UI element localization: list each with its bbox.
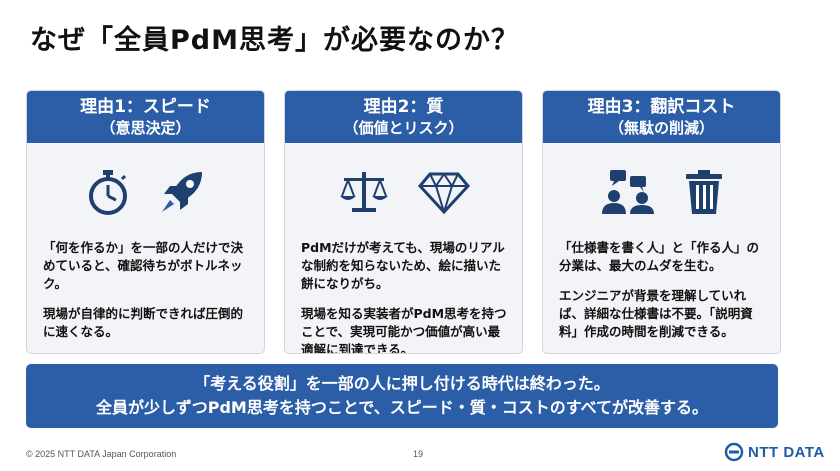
company-logo: NTT DATA	[724, 442, 825, 462]
trash-icon	[685, 170, 722, 214]
card-header: 理由1：スピード （意思決定）	[27, 91, 264, 143]
page-number: 19	[413, 449, 424, 459]
stopwatch-icon	[88, 170, 127, 215]
card-body: PdMだけが考えても、現場のリアルな制約を知らないため、絵に描いた餅になりがち。…	[285, 239, 522, 354]
card-paragraph: エンジニアが背景を理解していれば、詳細な仕様書は不要。「説明資料」作成の時間を削…	[559, 288, 753, 339]
reason-card-quality: 理由2：質 （価値とリスク） PdMだけが考えても、現場のリアルな制約を知らない…	[284, 90, 523, 354]
card-subtitle: （意思決定）	[100, 119, 191, 137]
reason-card-translation-cost: 理由3：翻訳コスト （無駄の削減） 「仕様書を書く人」と「作る人」の分業は、最大…	[542, 90, 781, 354]
card-icons	[543, 161, 780, 223]
diamond-icon	[417, 172, 470, 214]
card-subtitle: （無駄の削減）	[608, 119, 714, 137]
card-body: 「仕様書を書く人」と「作る人」の分業は、最大のムダを生む。 エンジニアが背景を理…	[543, 239, 780, 341]
scales-icon	[339, 172, 388, 212]
card-title: 理由2：質	[363, 97, 444, 117]
card-title: 理由1：スピード	[80, 97, 211, 117]
logo-text: NTT DATA	[748, 443, 825, 461]
banner-line: 全員が少しずつPdM思考を持つことで、スピード・質・コストのすべてが改善する。	[96, 398, 708, 417]
card-header: 理由3：翻訳コスト （無駄の削減）	[543, 91, 780, 143]
card-subtitle: （価値とリスク）	[343, 119, 464, 137]
card-body: 「何を作るか」を一部の人だけで決めていると、確認待ちがボトルネック。 現場が自律…	[27, 239, 264, 341]
card-icons	[285, 161, 522, 223]
people-chat-icon	[601, 170, 654, 214]
card-paragraph: 「何を作るか」を一部の人だけで決めていると、確認待ちがボトルネック。	[43, 240, 244, 291]
card-paragraph: 現場が自律的に判断できれば圧倒的に速くなる。	[43, 306, 244, 339]
card-paragraph: 「仕様書を書く人」と「作る人」の分業は、最大のムダを生む。	[559, 240, 760, 273]
rocket-icon	[161, 172, 202, 212]
copyright-text: © 2025 NTT DATA Japan Corporation	[26, 449, 177, 459]
slide-title: なぜ「全員PdM思考」が必要なのか？	[30, 25, 519, 56]
card-paragraph: 現場を知る実装者がPdM思考を持つことで、実現可能かつ価値が高い最適解に到達でき…	[301, 306, 507, 354]
reason-card-speed: 理由1：スピード （意思決定） 「何を作るか」を一部の人だけで決めていると、確認…	[26, 90, 265, 354]
card-icons	[27, 161, 264, 223]
card-title: 理由3：翻訳コスト	[587, 97, 736, 117]
card-paragraph: PdMだけが考えても、現場のリアルな制約を知らないため、絵に描いた餅になりがち。	[301, 240, 505, 291]
card-header: 理由2：質 （価値とリスク）	[285, 91, 522, 143]
banner-line: 「考える役割」を一部の人に押し付ける時代は終わった。	[194, 374, 610, 393]
conclusion-banner: 「考える役割」を一部の人に押し付ける時代は終わった。 全員が少しずつPdM思考を…	[26, 364, 778, 428]
ntt-logo-icon	[724, 442, 744, 462]
